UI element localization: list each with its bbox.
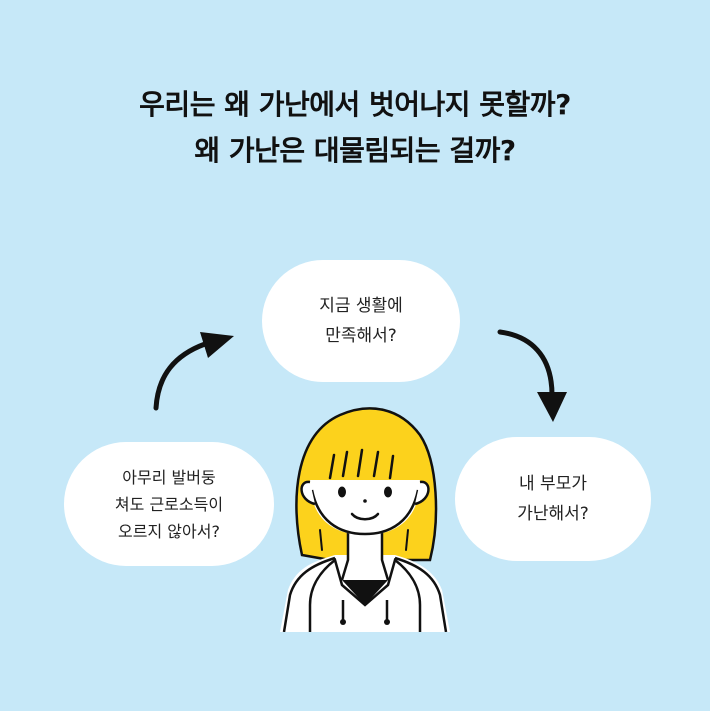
speech-bubble-top: 지금 생활에 만족해서? [262, 260, 460, 382]
curved-arrow-up-right-icon [153, 332, 234, 411]
page-title: 우리는 왜 가난에서 벗어나지 못할까? 왜 가난은 대물림되는 걸까? [0, 82, 710, 174]
bubble-right-line-1: 내 부모가 [519, 474, 587, 494]
title-line-1: 우리는 왜 가난에서 벗어나지 못할까? [139, 88, 571, 121]
curved-arrow-down-icon [497, 329, 567, 422]
speech-bubble-right: 내 부모가 가난해서? [455, 437, 651, 561]
bubble-left-line-3: 오르지 않아서? [118, 521, 220, 541]
bubble-top-line-1: 지금 생활에 [319, 296, 403, 316]
bubble-left-line-2: 쳐도 근로소득이 [114, 494, 224, 514]
speech-bubble-left: 아무리 발버둥 쳐도 근로소득이 오르지 않아서? [64, 442, 274, 566]
bubble-top-line-2: 만족해서? [325, 326, 397, 346]
bubble-right-line-2: 가난해서? [517, 504, 589, 524]
bubble-left-line-1: 아무리 발버둥 [122, 467, 216, 487]
girl-illustration-icon [280, 407, 450, 632]
title-line-2: 왜 가난은 대물림되는 걸까? [194, 134, 516, 167]
